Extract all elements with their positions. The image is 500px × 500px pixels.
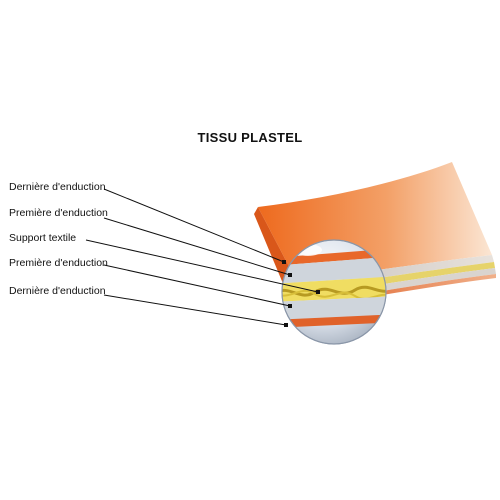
cross-top-primer xyxy=(282,256,386,284)
label-first-coating-top: Première d'enduction xyxy=(9,207,108,219)
leader-endpoints xyxy=(282,260,320,327)
leader-dot-1 xyxy=(282,260,286,264)
label-outer-coating-bottom: Dernière d'enduction xyxy=(9,285,106,297)
label-textile-support: Support textile xyxy=(9,232,77,244)
cross-bottom-primer xyxy=(282,296,386,320)
label-first-coating-bottom: Première d'enduction xyxy=(9,257,108,269)
magnifier-lens xyxy=(281,239,387,345)
leader-line-4 xyxy=(103,264,291,307)
cross-bottom-coating xyxy=(282,314,386,328)
diagram-title: TISSU PLASTEL xyxy=(197,130,303,145)
fabric-fold xyxy=(254,207,296,286)
label-outer-coating-top: Dernière d'enduction xyxy=(9,181,106,193)
leader-dot-4 xyxy=(288,304,292,308)
leader-line-5 xyxy=(103,294,287,326)
leader-line-3 xyxy=(85,239,319,293)
leader-dot-5 xyxy=(284,323,288,327)
leader-dot-2 xyxy=(288,273,292,277)
leader-line-2 xyxy=(103,217,291,276)
leader-line-1 xyxy=(103,188,285,263)
lens-cross-section xyxy=(282,244,386,328)
leader-lines xyxy=(85,188,319,326)
leader-dot-3 xyxy=(316,290,320,294)
